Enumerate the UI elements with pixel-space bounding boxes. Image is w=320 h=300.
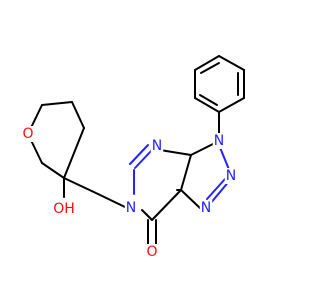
atom-label-mask <box>21 126 35 142</box>
oxane-ring <box>27 101 85 179</box>
bond <box>180 189 202 210</box>
atom-label-n2: N <box>226 168 236 184</box>
pyrimidinone-ring <box>129 144 192 221</box>
bond <box>218 144 231 173</box>
atom-label-n1: N <box>201 200 211 216</box>
atom-label-mask <box>224 168 238 184</box>
aromatic-bond <box>199 94 218 106</box>
bond <box>41 162 65 179</box>
bond <box>218 55 245 71</box>
bond <box>129 144 149 165</box>
bond <box>194 55 220 71</box>
atom-label-n4: N <box>152 138 162 154</box>
atom-label-mask <box>145 244 159 260</box>
bond <box>190 143 214 156</box>
bond <box>151 189 182 221</box>
atom-label-carbonyl-oxygen: O <box>146 244 157 260</box>
atom-label-mask <box>52 201 76 217</box>
bond-n6-ch2 <box>97 193 126 208</box>
atom-label-n6: N <box>126 200 136 216</box>
atom-label-mask <box>150 138 164 154</box>
bond <box>63 127 85 179</box>
bond <box>218 97 245 113</box>
atom-label-hydroxyl: OH <box>53 201 75 217</box>
bond <box>141 209 153 221</box>
atom-label-mask <box>124 200 138 216</box>
bond <box>41 101 73 106</box>
atom-label-mask <box>212 133 226 149</box>
molecule-structure-diagram: N N N N N O OH O <box>21 55 245 260</box>
bond-ch2-c3 <box>63 177 99 195</box>
atom-label-ring-oxygen: O <box>22 126 33 142</box>
aromatic-bond <box>200 62 220 74</box>
bond <box>194 97 220 113</box>
bond <box>159 149 192 156</box>
bond <box>180 154 192 191</box>
bond <box>71 101 85 129</box>
bond <box>134 149 153 169</box>
bond <box>206 178 226 200</box>
atom-label-mask <box>199 200 213 216</box>
atom-label-n3: N <box>214 133 224 149</box>
triazole-ring <box>180 143 231 210</box>
phenyl-ring <box>194 55 245 113</box>
